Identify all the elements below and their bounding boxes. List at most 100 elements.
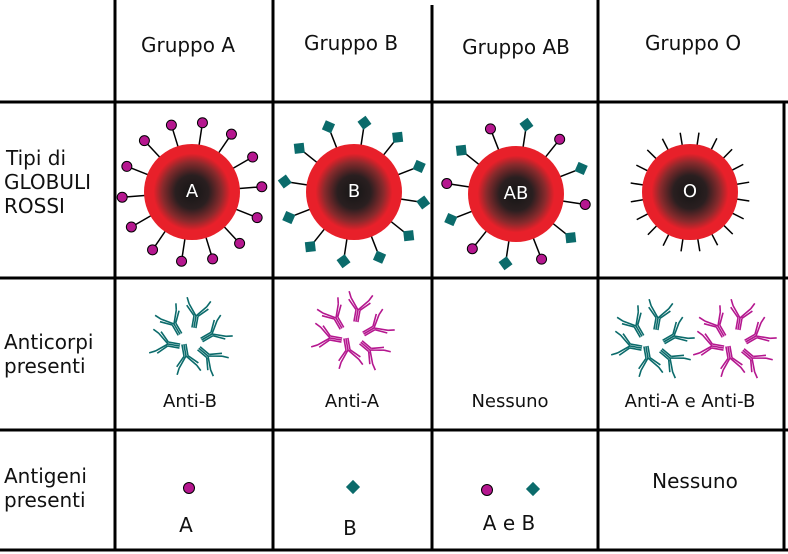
antigen-stalk: [370, 234, 379, 254]
antigen-stalk: [463, 152, 481, 166]
antigen-b-marker: [293, 142, 305, 154]
antigen-b-symbol: [345, 479, 361, 495]
antigen-stalk: [710, 232, 719, 246]
antigen-a-marker: [125, 221, 137, 233]
antigen-stalk: [636, 212, 650, 221]
antibody-icon: [316, 297, 345, 330]
antigen-a-marker: [256, 181, 268, 193]
antigen-stalk: [647, 224, 659, 236]
antigen-stalk: [171, 128, 180, 149]
antigen-stalk: [222, 225, 238, 241]
antigen-a-marker: [121, 160, 133, 172]
antigen-a-marker: [484, 123, 496, 135]
antibody-icon: [648, 298, 674, 331]
antigen-a-marker: [147, 244, 159, 256]
antigen-stalk: [544, 141, 558, 159]
antibody-icon: [692, 330, 725, 356]
antigen-stalk: [636, 164, 650, 173]
antigen-a-marker: [225, 128, 237, 140]
column-header-b: Gruppo B: [303, 31, 399, 55]
red-blood-cell-ab: [441, 117, 591, 271]
antigen-stalk: [329, 130, 338, 150]
antigen-stalk: [382, 139, 396, 157]
row-label-antigens: Antigeni presenti: [4, 464, 87, 512]
antibody-icon: [610, 330, 643, 356]
cell-label-b: B: [347, 181, 361, 202]
cell-label-o: O: [682, 181, 698, 202]
antigen-a-marker: [138, 135, 150, 147]
antigen-b-marker: [519, 117, 534, 132]
antigen-label-a: A: [179, 513, 193, 537]
antibody-icon: [638, 345, 664, 378]
antigen-a-marker: [234, 237, 246, 249]
antigen-stalk: [130, 167, 150, 176]
antigen-stalk: [343, 237, 348, 258]
antibody-icon: [348, 290, 374, 323]
antibody-icon: [741, 348, 773, 379]
row-label-antibodies: Anticorpi presenti: [4, 330, 93, 378]
red-blood-cell-a: [116, 117, 268, 267]
antigen-b-marker: [336, 254, 351, 269]
antibody-icon: [730, 298, 756, 331]
antigen-stalk: [231, 158, 250, 170]
antigen-b-marker: [412, 159, 426, 174]
antibody-label-ab: Nessuno: [471, 391, 549, 412]
antigen-stalk: [198, 126, 203, 147]
antibody-icon: [662, 316, 695, 345]
antigen-stalk: [399, 198, 420, 203]
red-blood-cell-body: [468, 146, 564, 242]
antigen-b-marker: [304, 241, 316, 253]
antigen-stalk: [709, 138, 718, 152]
antigen-stalk: [134, 214, 153, 226]
antigen-stalk: [288, 181, 309, 186]
row-label-antigens-line2: presenti: [4, 488, 86, 512]
antibody-icon: [659, 348, 691, 379]
antigen-stalk: [561, 200, 582, 205]
antibody-cluster-anti-a: [310, 290, 395, 371]
row-label-antibodies-line1: Anticorpi: [4, 330, 94, 354]
antigen-stalk: [389, 220, 407, 234]
antigen-b-marker: [455, 144, 467, 156]
antigen-stalk: [558, 169, 578, 178]
antigen-symbols: [183, 479, 541, 497]
antigen-stalk: [679, 132, 684, 147]
antigen-b-marker: [444, 212, 458, 227]
antigen-stalk: [292, 208, 312, 217]
antigen-stalk: [396, 167, 416, 176]
antibody-icon: [359, 340, 391, 371]
antibody-label-o: Anti-A e Anti-B: [624, 391, 756, 412]
antigen-stalk: [454, 210, 474, 219]
red-blood-cell-body: [144, 144, 240, 240]
antibody-icon: [698, 305, 727, 338]
antibody-cluster-anti-b-o: [610, 298, 695, 379]
antigen-stalk: [204, 235, 213, 256]
antigen-b-marker: [372, 250, 387, 264]
antigen-a-marker: [441, 178, 453, 190]
antigen-a-marker: [176, 255, 188, 267]
antigen-b-marker: [403, 230, 415, 242]
antibody-label-b: Anti-A: [324, 391, 380, 412]
antibody-icon: [616, 305, 645, 338]
red-blood-cell-body: [306, 144, 402, 240]
antibody-cluster-anti-b: [148, 296, 233, 377]
antigen-stalk: [630, 198, 645, 203]
antigen-stalk: [154, 229, 167, 247]
antigen-a-marker: [579, 198, 591, 210]
antibody-icon: [744, 316, 777, 345]
antigen-stalk: [474, 229, 488, 247]
antigen-a-symbol: [183, 482, 195, 494]
antigen-a-marker: [554, 133, 566, 145]
row-label-antibodies-line2: presenti: [4, 354, 86, 378]
antigen-b-marker: [392, 131, 404, 143]
antigen-stalk: [722, 223, 734, 235]
antigen-stalk: [505, 239, 510, 260]
antibody-icon: [176, 343, 202, 376]
antigen-a-marker: [207, 253, 219, 265]
row-label-cells-line3: ROSSI: [4, 194, 65, 218]
antigen-stalk: [237, 186, 258, 190]
antigen-stalk: [696, 237, 701, 252]
row-label-antigens-line1: Antigeni: [4, 464, 87, 488]
antigen-stalk: [662, 232, 671, 246]
row-label-cells-line2: GLOBULI: [4, 170, 92, 194]
